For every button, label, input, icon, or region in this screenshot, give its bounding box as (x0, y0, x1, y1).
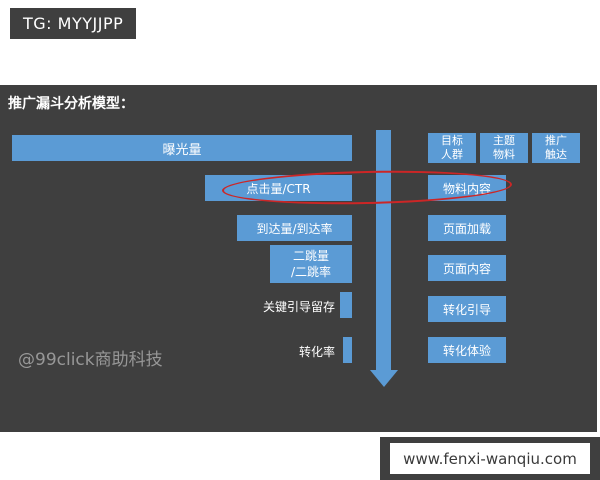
funnel-bar-retention (340, 292, 352, 318)
box-material-content: 物料内容 (428, 175, 506, 201)
funnel-panel: 推广漏斗分析模型： 曝光量 点击量/CTR 到达量/到达率 二跳量 /二跳率 关… (0, 85, 597, 432)
website-url: www.fenxi-wanqiu.com (390, 443, 590, 474)
funnel-bar-arrival-rate: 到达量/到达率 (237, 215, 352, 241)
funnel-bar-conversion-rate (343, 337, 352, 363)
funnel-bar-clicks-ctr: 点击量/CTR (205, 175, 352, 201)
box-conversion-experience: 转化体验 (428, 337, 506, 363)
funnel-bar-exposure: 曝光量 (12, 135, 352, 161)
box-conversion-guide: 转化引导 (428, 296, 506, 322)
watermark: @99click商助科技 (18, 350, 163, 370)
funnel-bar-second-jump: 二跳量 /二跳率 (270, 245, 352, 283)
box-theme-material: 主题 物料 (480, 133, 528, 163)
funnel-label-retention: 关键引导留存 (262, 300, 335, 314)
box-promo-reach: 推广 触达 (532, 133, 580, 163)
telegram-badge: TG: MYYJJPP (10, 8, 137, 39)
panel-title: 推广漏斗分析模型： (8, 96, 134, 112)
funnel-label-conversion-rate: 转化率 (298, 345, 335, 359)
box-page-content: 页面内容 (428, 255, 506, 281)
footer-strip: www.fenxi-wanqiu.com (380, 437, 600, 480)
down-arrow-shaft (376, 130, 391, 370)
box-page-load: 页面加载 (428, 215, 506, 241)
box-target-audience: 目标 人群 (428, 133, 476, 163)
down-arrow-head-icon (370, 370, 398, 387)
